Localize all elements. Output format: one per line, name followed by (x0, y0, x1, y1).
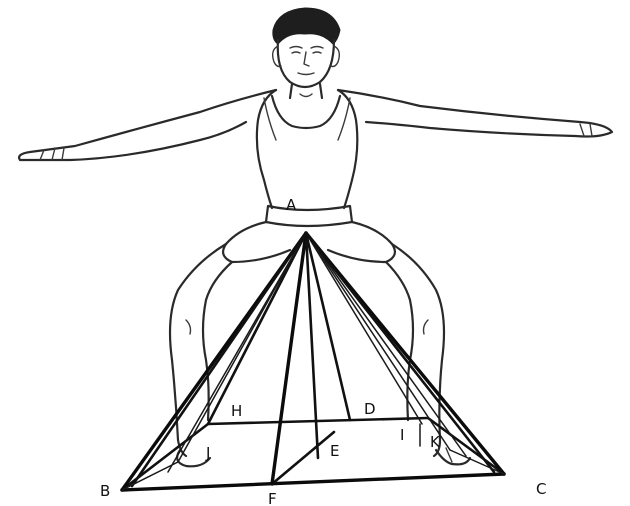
edge-A-K2 (306, 233, 466, 456)
pyramid-lines (122, 233, 504, 490)
edge-A-B2 (132, 233, 306, 486)
label-H: H (231, 402, 242, 420)
head (278, 40, 334, 87)
label-E: E (330, 442, 339, 460)
label-B: B (100, 482, 110, 500)
right-arm (338, 90, 612, 137)
label-I: I (400, 426, 404, 444)
point-labels: A B C D E F H I J K (100, 196, 546, 506)
edge-A-E (306, 233, 318, 458)
edge-F-E (272, 432, 334, 484)
edge-A-H (208, 233, 306, 424)
hair (273, 8, 340, 44)
label-K: K (430, 433, 441, 451)
label-F: F (268, 490, 277, 506)
left-arm (19, 90, 276, 160)
edge-A-I (306, 233, 422, 424)
edge-A-J2 (168, 233, 306, 472)
label-J: J (205, 444, 210, 462)
label-A: A (286, 196, 297, 214)
label-D: D (364, 400, 376, 418)
waistband (266, 206, 352, 226)
edge-B-C (122, 474, 504, 490)
edge-A-K (306, 233, 450, 450)
label-C: C (536, 480, 546, 498)
